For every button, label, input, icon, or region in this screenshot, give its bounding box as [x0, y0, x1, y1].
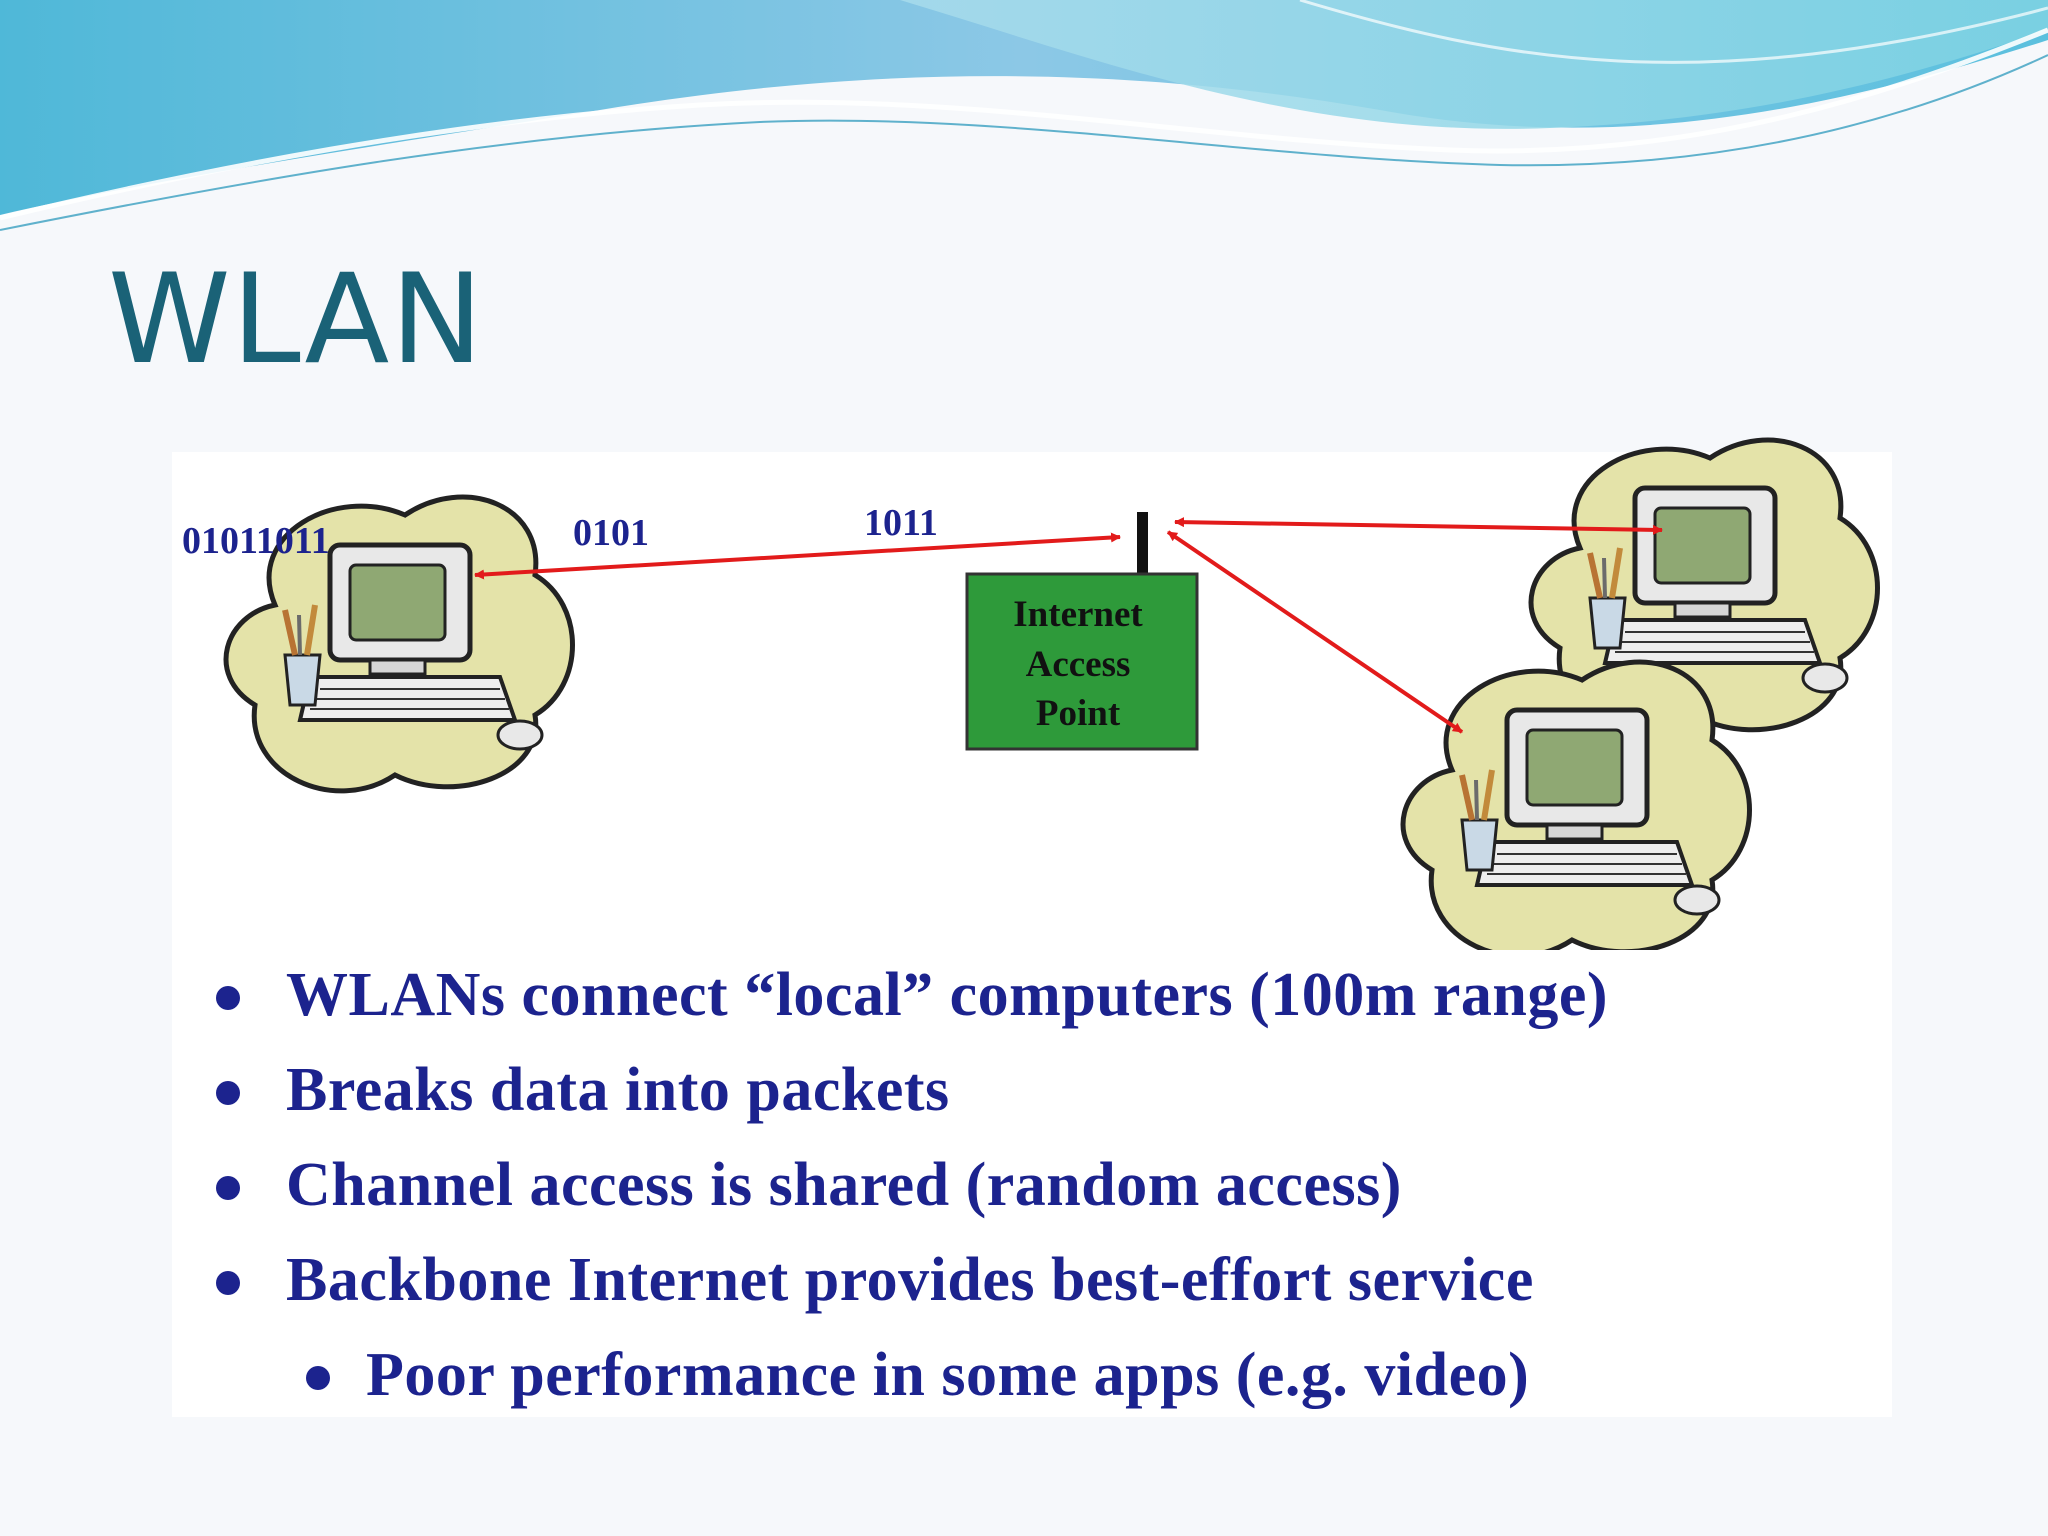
bits-label-second-half: 1011 [864, 502, 938, 544]
access-point-line-1: Internet [1013, 594, 1143, 635]
bullet-dot [216, 1081, 240, 1105]
bullet-item: Backbone Internet provides best-effort s… [210, 1233, 1890, 1328]
slide-title: WLAN [108, 248, 485, 392]
sub-bullet-item: Poor performance in some apps (e.g. vide… [306, 1328, 1890, 1423]
bits-label-full: 01011011 [182, 520, 330, 562]
bullet-text: WLANs connect “local” computers (100m ra… [286, 961, 1609, 1029]
desktop-computer-icon [1403, 662, 1749, 950]
bullet-dot [306, 1366, 330, 1390]
bullet-text: Backbone Internet provides best-effort s… [286, 1246, 1534, 1314]
bullet-dot [216, 986, 240, 1010]
bullet-dot [216, 1271, 240, 1295]
link-arrow-diagonal [1166, 530, 1464, 734]
access-point-line-2: Access [1026, 644, 1131, 685]
bullet-item: Breaks data into packets [210, 1043, 1890, 1138]
access-point-box [965, 572, 1199, 751]
bullet-item: WLANs connect “local” computers (100m ra… [210, 948, 1890, 1043]
bits-label-first-half: 0101 [573, 512, 649, 554]
link-arrow-left [474, 532, 1121, 580]
bullet-dot [216, 1176, 240, 1200]
bullet-text: Breaks data into packets [286, 1056, 950, 1124]
bullet-text: Channel access is shared (random access) [286, 1151, 1402, 1219]
wlan-diagram: Internet Access Point 01011011 0101 1011 [182, 0, 2048, 950]
antenna-icon [1137, 512, 1148, 574]
header-wave-decoration [0, 0, 2048, 231]
access-point-line-3: Point [1036, 693, 1121, 734]
bullet-list: WLANs connect “local” computers (100m ra… [210, 948, 1890, 1423]
link-arrow-right [1174, 517, 1663, 535]
bullet-item: Channel access is shared (random access) [210, 1138, 1890, 1233]
bullet-text: Poor performance in some apps (e.g. vide… [366, 1341, 1530, 1409]
